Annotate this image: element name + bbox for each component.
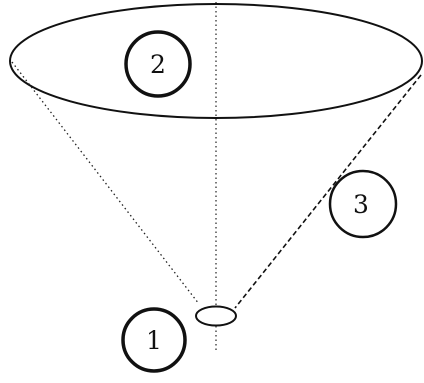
label-2-circle <box>124 30 192 98</box>
right-slant-line <box>234 74 422 309</box>
label-1-text: 1 <box>146 326 162 355</box>
label-3-text: 3 <box>353 190 369 219</box>
label-2-text: 2 <box>150 50 166 79</box>
apex-ellipse <box>195 305 237 327</box>
label-2-badge: 2 <box>124 30 192 98</box>
label-3-badge: 3 <box>328 169 398 239</box>
top-ellipse <box>9 3 423 119</box>
label-1-circle <box>121 307 187 373</box>
label-1-badge: 1 <box>121 307 187 373</box>
label-3-circle <box>328 169 398 239</box>
left-slant-line <box>11 61 200 305</box>
